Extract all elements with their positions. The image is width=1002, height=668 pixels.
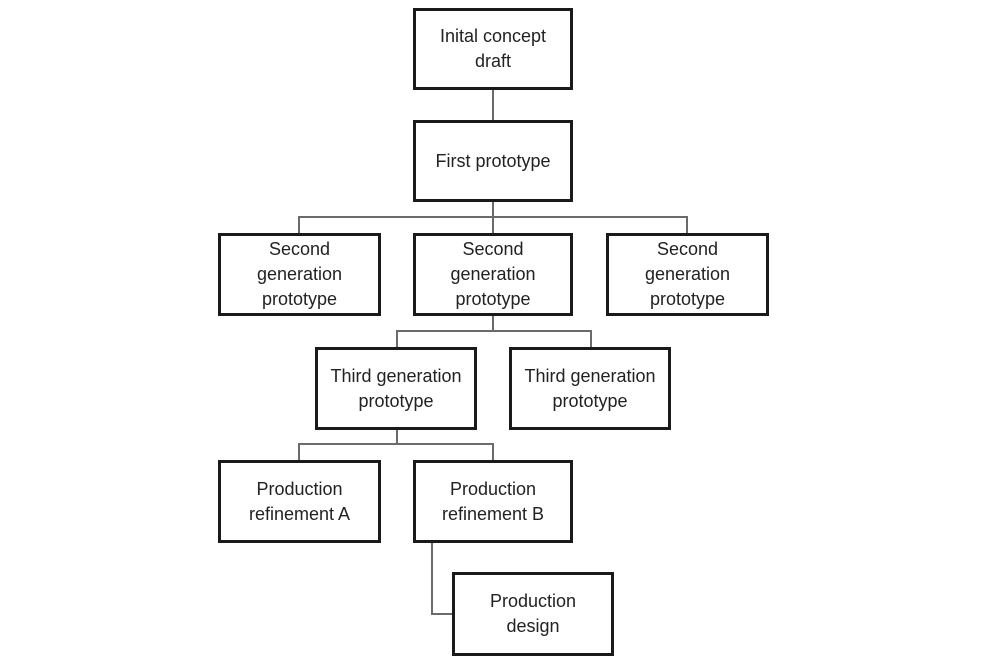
connector-to-second-gen-center <box>492 216 494 233</box>
node-label: Second generation prototype <box>450 239 536 309</box>
connector-refinement-b-down <box>431 543 433 615</box>
connector-to-production-design <box>431 613 453 615</box>
connector-to-second-gen-left <box>298 216 300 233</box>
connector-third-left-down <box>396 430 398 445</box>
node-first-prototype: First prototype <box>413 120 573 202</box>
node-label: Second generation prototype <box>256 239 343 309</box>
connector-production-bus <box>298 443 494 445</box>
connector-second-center-down <box>492 316 494 332</box>
node-label: Third generation prototype <box>524 365 656 411</box>
node-label: Production refinement A <box>248 478 351 524</box>
node-label: Second generation prototype <box>644 239 731 309</box>
node-label: Production refinement B <box>441 478 545 524</box>
node-third-generation-prototype-left: Third generation prototype <box>315 347 477 430</box>
node-second-generation-prototype-center: Second generation prototype <box>413 233 573 316</box>
connector-first-down <box>492 202 494 218</box>
connector-to-refinement-b <box>492 443 494 460</box>
connector-to-third-gen-right <box>590 330 592 347</box>
node-label: Inital concept draft <box>439 26 547 71</box>
connector-third-gen-bus <box>396 330 592 332</box>
node-second-generation-prototype-right: Second generation prototype <box>606 233 769 316</box>
node-initial-concept-draft: Inital concept draft <box>413 8 573 90</box>
node-second-generation-prototype-left: Second generation prototype <box>218 233 381 316</box>
node-label: First prototype <box>435 150 551 171</box>
connector-to-third-gen-left <box>396 330 398 347</box>
node-production-refinement-b: Production refinement B <box>413 460 573 543</box>
node-label: Third generation prototype <box>330 365 462 411</box>
node-production-refinement-a: Production refinement A <box>218 460 381 543</box>
node-production-design: Production design <box>452 572 614 656</box>
connector-to-second-gen-right <box>686 216 688 233</box>
connector-to-refinement-a <box>298 443 300 460</box>
connector-initial-to-first <box>492 90 494 120</box>
node-third-generation-prototype-right: Third generation prototype <box>509 347 671 430</box>
node-label: Production design <box>489 591 577 636</box>
